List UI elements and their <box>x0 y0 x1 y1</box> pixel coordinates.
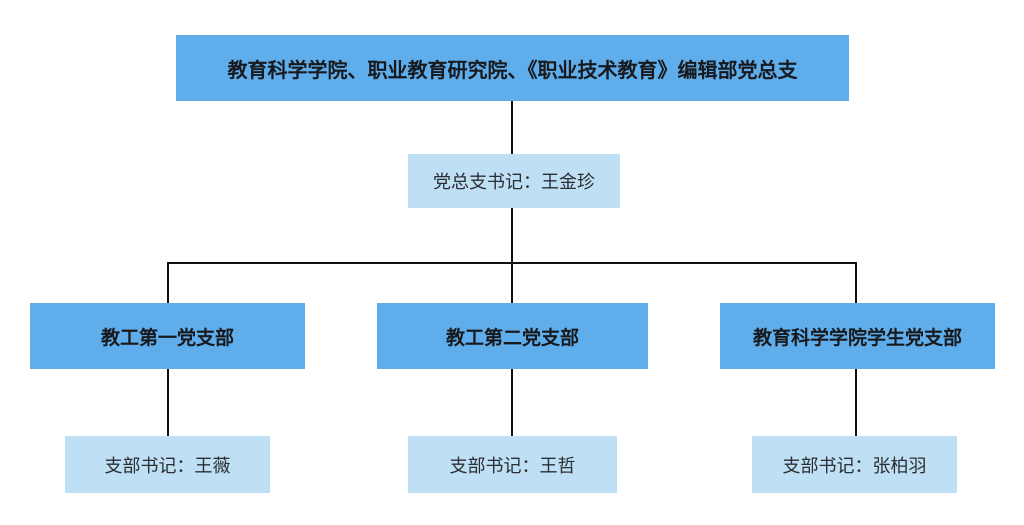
connector-branch2-to-secretary <box>511 369 513 436</box>
connector-secretary-to-branches <box>511 208 513 303</box>
branch-secretary-box-3: 支部书记：张柏羽 <box>752 436 957 493</box>
connector-branch3-to-secretary <box>855 369 857 436</box>
connector-branches-horizontal <box>167 262 857 264</box>
branch-box-2: 教工第二党支部 <box>377 303 648 369</box>
branch-box-1: 教工第一党支部 <box>30 303 305 369</box>
org-root-box: 教育科学学院、职业教育研究院、《职业技术教育》编辑部党总支 <box>176 35 849 101</box>
general-secretary-box: 党总支书记：王金珍 <box>408 154 620 208</box>
branch-box-3: 教育科学学院学生党支部 <box>720 303 995 369</box>
connector-stub-branch-3 <box>855 262 857 303</box>
connector-branch1-to-secretary <box>167 369 169 436</box>
branch-secretary-box-2: 支部书记：王哲 <box>408 436 617 493</box>
branch-secretary-box-1: 支部书记：王薇 <box>65 436 270 493</box>
connector-stub-branch-1 <box>167 262 169 303</box>
connector-root-to-secretary <box>511 101 513 154</box>
